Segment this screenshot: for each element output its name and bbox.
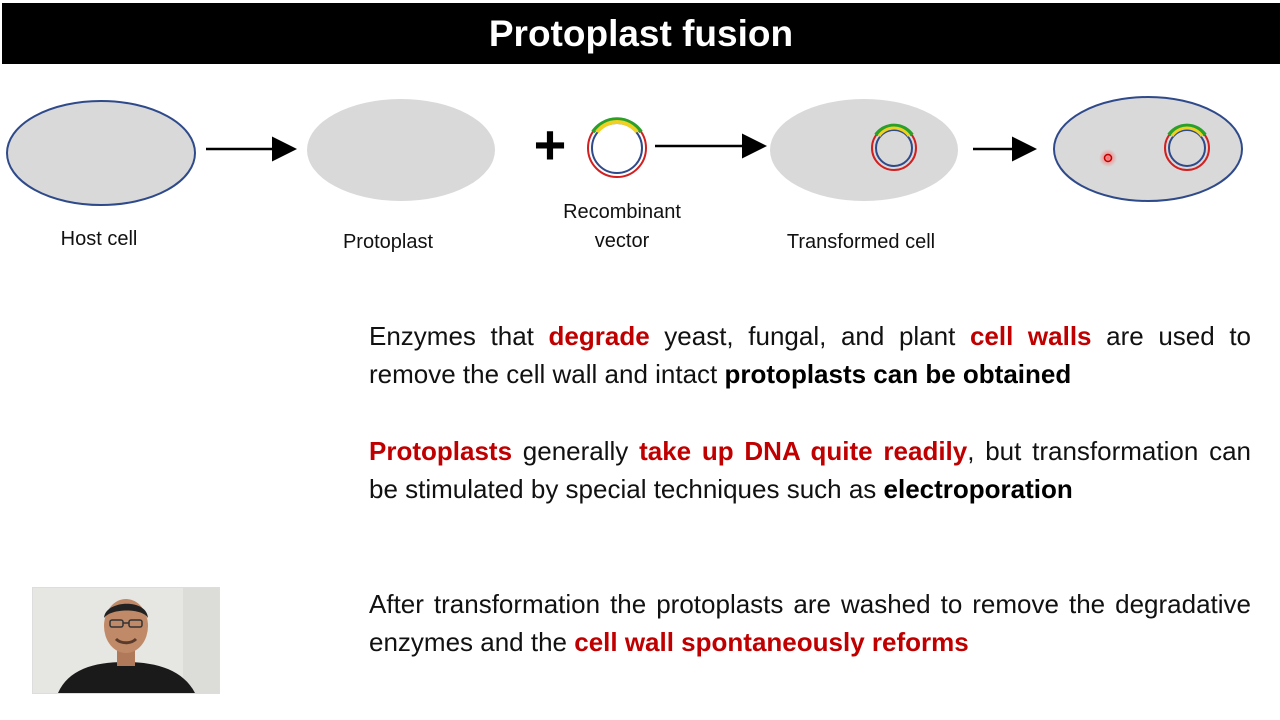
p2-highlight-take-up-dna: take up DNA quite readily xyxy=(639,436,968,466)
p2-text-1: generally xyxy=(512,436,640,466)
p2-bold-electroporation: electroporation xyxy=(883,474,1073,504)
p3-highlight-cell-wall: cell wall spontaneously reforms xyxy=(574,627,969,657)
recombinant-vector-shape xyxy=(587,117,647,178)
paragraph-1: Enzymes that degrade yeast, fungal, and … xyxy=(369,317,1251,393)
paragraph-2: Protoplasts generally take up DNA quite … xyxy=(369,432,1251,508)
p1-highlight-cell-walls: cell walls xyxy=(969,321,1092,351)
cursor-dot xyxy=(1099,149,1117,167)
p1-bold-protoplasts: protoplasts can be obtained xyxy=(724,359,1072,389)
title-bar: Protoplast fusion xyxy=(2,3,1280,64)
p2-text-2: , but transformation can be stimulated b… xyxy=(369,436,1251,504)
vector-label-line1: Recombinant xyxy=(563,201,681,223)
transformed-cell-vector xyxy=(871,123,917,171)
p1-text-3: are used to remove the cell wall and int… xyxy=(369,321,1251,389)
paragraph-3: After transformation the protoplasts are… xyxy=(369,585,1251,661)
p2-highlight-protoplasts: Protoplasts xyxy=(369,436,513,466)
protoplast-label: Protoplast xyxy=(342,231,434,253)
transformed-cell-shape xyxy=(770,99,958,201)
presenter-webcam xyxy=(32,587,220,694)
host-cell-label: Host cell xyxy=(60,228,138,250)
plus-sign: + xyxy=(534,113,567,176)
diagram-svg: + xyxy=(6,96,1243,206)
transformed-cell-label: Transformed cell xyxy=(786,231,936,253)
regenerated-cell-shape xyxy=(1053,96,1243,202)
p1-text-1: Enzymes that xyxy=(369,321,549,351)
host-cell-shape xyxy=(6,100,196,206)
regenerated-cell-vector xyxy=(1164,123,1210,171)
p1-highlight-degrade: degrade xyxy=(548,321,650,351)
slide-title: Protoplast fusion xyxy=(488,12,794,54)
presenter-image xyxy=(33,588,219,693)
p3-text-1: After transformation the protoplasts are… xyxy=(369,589,1251,657)
protoplast-shape xyxy=(307,99,495,201)
p1-text-2: yeast, fungal, and plant xyxy=(649,321,970,351)
vector-label-line2: vector xyxy=(594,230,650,252)
protoplast-fusion-diagram: + Host xyxy=(0,80,1280,270)
